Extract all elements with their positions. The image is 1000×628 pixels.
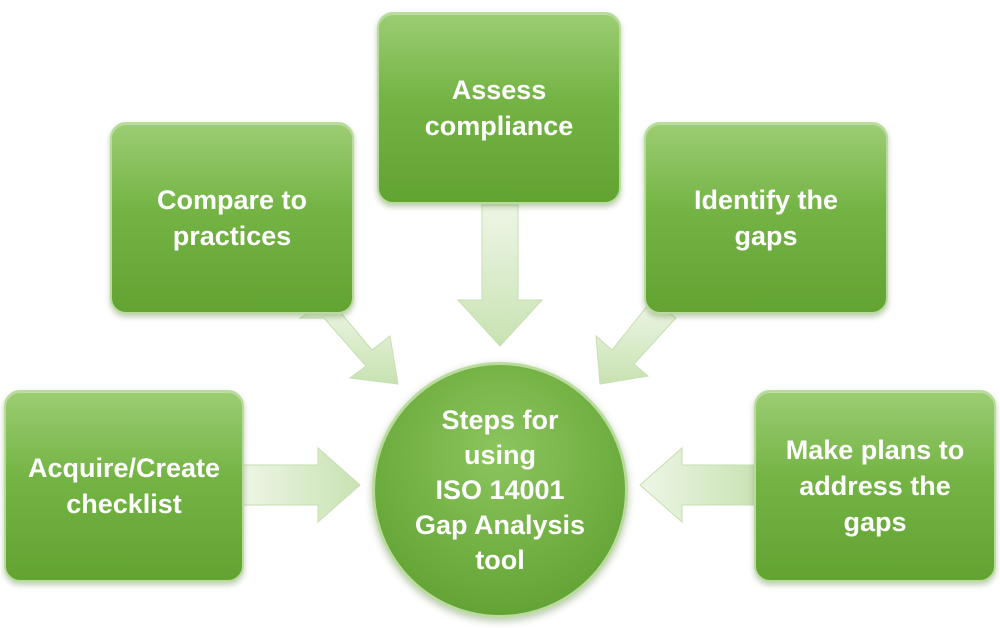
step-identify-the-gaps-label: Identify the gaps — [693, 185, 838, 251]
arrow-identify-to-center — [595, 299, 677, 385]
center-node-label: Steps for using ISO 14001 Gap Analysis t… — [414, 404, 586, 575]
step-compare-to-practices-label: Compare to practices — [156, 185, 308, 251]
step-assess-compliance-label: Assess compliance — [424, 75, 574, 141]
arrow-compare-to-center — [298, 299, 399, 385]
step-make-plans: Make plans to address the gaps — [754, 390, 996, 582]
step-acquire-create-checklist-label: Acquire/Create checklist — [27, 453, 221, 519]
arrow-acquire-to-center — [239, 446, 361, 524]
step-make-plans-label: Make plans to address the gaps — [785, 435, 965, 537]
arrow-plans-to-center — [639, 446, 761, 524]
center-node: Steps for using ISO 14001 Gap Analysis t… — [372, 362, 628, 618]
step-acquire-create-checklist: Acquire/Create checklist — [4, 390, 244, 582]
step-assess-compliance: Assess compliance — [377, 12, 621, 204]
step-identify-the-gaps: Identify the gaps — [644, 122, 888, 314]
step-compare-to-practices: Compare to practices — [110, 122, 354, 314]
arrow-assess-to-center — [456, 204, 544, 347]
